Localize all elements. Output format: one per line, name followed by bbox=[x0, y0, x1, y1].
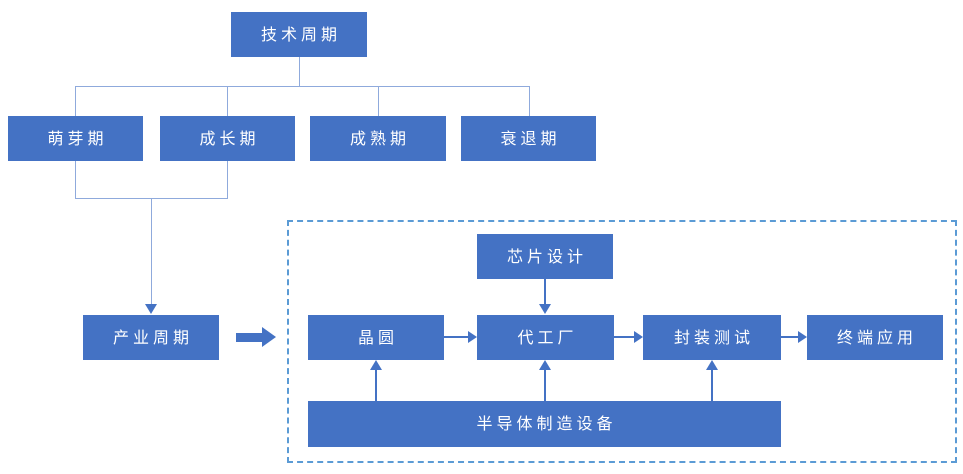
connector-tech-stub bbox=[299, 57, 300, 86]
arrow-wafer-to-foundry-head bbox=[468, 331, 477, 343]
arrow-to-industry-head bbox=[145, 304, 157, 314]
connector-drop-growth bbox=[227, 86, 228, 116]
arrow-foundry-to-packaging-head bbox=[634, 331, 643, 343]
connector-phases-hline bbox=[75, 86, 529, 87]
node-packaging-testing: 封装测试 bbox=[643, 315, 781, 360]
arrow-equip-to-foundry-head bbox=[539, 360, 551, 370]
arrow-packaging-to-endapp-head bbox=[798, 331, 807, 343]
arrow-to-industry-line bbox=[151, 198, 152, 304]
connector-growth-down bbox=[227, 161, 228, 198]
node-chip-design: 芯片设计 bbox=[477, 234, 613, 279]
node-phase-decline-label: 衰退期 bbox=[500, 128, 561, 148]
arrow-wafer-to-foundry-line bbox=[444, 336, 469, 338]
node-phase-growth-label: 成长期 bbox=[199, 128, 260, 148]
arrow-equip-to-wafer-head bbox=[370, 360, 382, 370]
node-phase-growth: 成长期 bbox=[160, 116, 295, 161]
node-phase-decline: 衰退期 bbox=[461, 116, 596, 161]
node-foundry-label: 代工厂 bbox=[517, 327, 578, 347]
arrow-equip-to-packaging-line bbox=[711, 370, 713, 401]
connector-seed-down bbox=[75, 161, 76, 198]
node-industry-cycle: 产业周期 bbox=[83, 315, 219, 360]
connector-drop-seed bbox=[75, 86, 76, 116]
node-phase-maturity: 成熟期 bbox=[310, 116, 446, 161]
arrow-design-to-foundry-head bbox=[539, 304, 551, 314]
node-wafer-label: 晶圆 bbox=[357, 327, 398, 347]
node-end-application: 终端应用 bbox=[807, 315, 943, 360]
connector-drop-decline bbox=[529, 86, 530, 116]
arrow-packaging-to-endapp-line bbox=[781, 336, 799, 338]
connector-drop-maturity bbox=[378, 86, 379, 116]
node-industry-cycle-label: 产业周期 bbox=[112, 327, 193, 347]
node-wafer: 晶圆 bbox=[308, 315, 444, 360]
node-end-application-label: 终端应用 bbox=[836, 327, 917, 347]
node-equipment-label: 半导体制造设备 bbox=[476, 414, 617, 433]
node-phase-seed-label: 萌芽期 bbox=[47, 128, 108, 148]
node-tech-cycle-label: 技术周期 bbox=[260, 24, 341, 44]
node-phase-seed: 萌芽期 bbox=[8, 116, 143, 161]
node-packaging-testing-label: 封装测试 bbox=[673, 327, 754, 347]
node-chip-design-label: 芯片设计 bbox=[506, 246, 587, 266]
arrow-equip-to-wafer-line bbox=[375, 370, 377, 401]
thick-arrow-body bbox=[236, 333, 263, 342]
arrow-design-to-foundry-line bbox=[544, 279, 546, 305]
industry-chain-container bbox=[287, 220, 957, 463]
node-foundry: 代工厂 bbox=[477, 315, 614, 360]
arrow-equip-to-packaging-head bbox=[706, 360, 718, 370]
thick-arrow-head bbox=[262, 327, 276, 347]
node-tech-cycle: 技术周期 bbox=[231, 12, 367, 57]
node-phase-maturity-label: 成熟期 bbox=[349, 128, 410, 148]
arrow-foundry-to-packaging-line bbox=[614, 336, 635, 338]
node-equipment: 半导体制造设备 bbox=[308, 401, 781, 447]
arrow-equip-to-foundry-line bbox=[544, 370, 546, 401]
